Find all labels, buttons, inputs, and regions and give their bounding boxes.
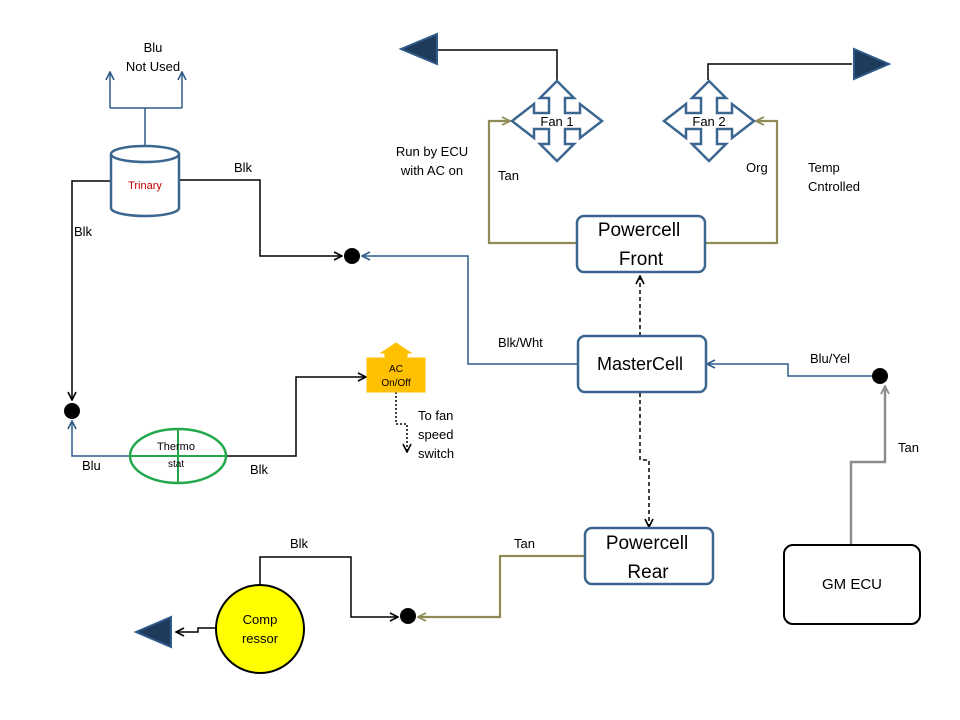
trinary-blk-right-wire <box>177 179 342 256</box>
powercell-rear[interactable]: Powercell Rear <box>583 526 715 586</box>
compressor-output-wire <box>176 627 218 632</box>
black-dot-icon <box>872 368 888 384</box>
ac-on-off-switch[interactable]: AC On/Off <box>366 342 426 393</box>
fan2-org-wire <box>705 121 779 245</box>
trinary-blk-left-wire <box>72 180 110 400</box>
trinary-cylinder-body <box>109 154 181 218</box>
wire-label-fan1: Tan <box>498 168 519 183</box>
trinary-label: Trinary <box>128 180 162 192</box>
wire-label-trinary-right: Blk <box>234 160 253 175</box>
blu-not-used-label-1: Blu <box>144 40 163 55</box>
master-rear-control-wire <box>639 393 649 527</box>
fan-1-label: Fan 1 <box>540 114 573 129</box>
fan-1[interactable]: Fan 1 <box>509 79 605 163</box>
wire-label-compressor: Blk <box>290 536 309 551</box>
trinary-cylinder-top <box>109 144 181 164</box>
compressor-label-1: Comp <box>243 612 278 627</box>
powercell-front[interactable]: Powercell Front <box>575 214 707 274</box>
powercell-rear-box <box>583 526 715 586</box>
powercell-rear-label-1: Powercell <box>606 533 688 554</box>
fan-2-label: Fan 2 <box>692 114 725 129</box>
compressor-circle <box>215 584 305 674</box>
gm-ecu[interactable]: GM ECU <box>783 544 921 625</box>
wire-label-fan2: Org <box>746 160 768 175</box>
fan-2[interactable]: Fan 2 <box>661 79 757 163</box>
thermostat-label-1: Thermo <box>157 441 195 453</box>
run-by-ecu-label-2: with AC on <box>400 163 463 178</box>
trinary-switch[interactable]: Trinary <box>109 144 181 218</box>
thermostat-label-2: stat <box>168 459 184 470</box>
fan1-output-wire <box>437 49 558 82</box>
powercell-front-label-2: Front <box>619 249 664 270</box>
ac-switch-label-2: On/Off <box>381 378 410 389</box>
to-fan-speed-wire <box>395 392 407 452</box>
master-blu-yel-wire <box>707 364 872 377</box>
black-dot-icon <box>64 403 80 419</box>
temp-controlled-label-2: Cntrolled <box>808 179 860 194</box>
triangle-arrow-icon <box>853 47 892 81</box>
powercell-rear-label-2: Rear <box>627 562 669 583</box>
gm-ecu-box <box>783 544 921 625</box>
thermostat[interactable]: Thermo stat <box>128 427 228 485</box>
triangle-arrow-icon <box>133 615 172 649</box>
triangle-arrow-icon <box>398 32 438 66</box>
wire-label-thermo-left: Blu <box>82 458 101 473</box>
mastercell-label: MasterCell <box>597 354 683 374</box>
to-fan-label-3: switch <box>418 446 454 461</box>
ac-switch-label-1: AC <box>389 364 403 375</box>
compressor[interactable]: Comp ressor <box>215 584 305 674</box>
mastercell[interactable]: MasterCell <box>576 334 708 394</box>
compressor-label-2: ressor <box>242 631 279 646</box>
powercell-front-box <box>575 214 707 274</box>
gm-ecu-label: GM ECU <box>822 576 882 593</box>
run-by-ecu-label-1: Run by ECU <box>396 144 468 159</box>
compressor-blk-wire <box>259 556 398 617</box>
black-dot-icon <box>400 608 416 624</box>
fan2-output-wire <box>707 63 852 80</box>
four-way-arrow-icon <box>509 79 605 163</box>
ecu-tan-wire <box>849 386 885 545</box>
mastercell-box <box>576 334 708 394</box>
wire-label-master-left: Blk/Wht <box>498 335 543 350</box>
fan1-tan-wire <box>487 121 577 245</box>
master-blk-wht-wire <box>362 256 578 365</box>
wire-label-master-right: Blu/Yel <box>810 351 850 366</box>
wire-label-thermo-right: Blk <box>250 462 269 477</box>
temp-controlled-label-1: Temp <box>808 160 840 175</box>
arrow-up-switch-icon <box>366 342 426 393</box>
black-dot-icon <box>344 248 360 264</box>
thermo-blu-wire <box>72 421 130 457</box>
to-fan-label-1: To fan <box>418 408 453 423</box>
powercell-front-label-1: Powercell <box>598 220 680 241</box>
wire-label-trinary-left: Blk <box>74 224 93 239</box>
wire-label-ecu: Tan <box>898 440 919 455</box>
to-fan-label-2: speed <box>418 427 453 442</box>
rear-tan-wire <box>418 554 585 617</box>
four-way-arrow-icon <box>661 79 757 163</box>
thermo-blk-wire <box>225 377 366 457</box>
blu-not-used-label-2: Not Used <box>126 59 180 74</box>
wire-label-rear: Tan <box>514 536 535 551</box>
